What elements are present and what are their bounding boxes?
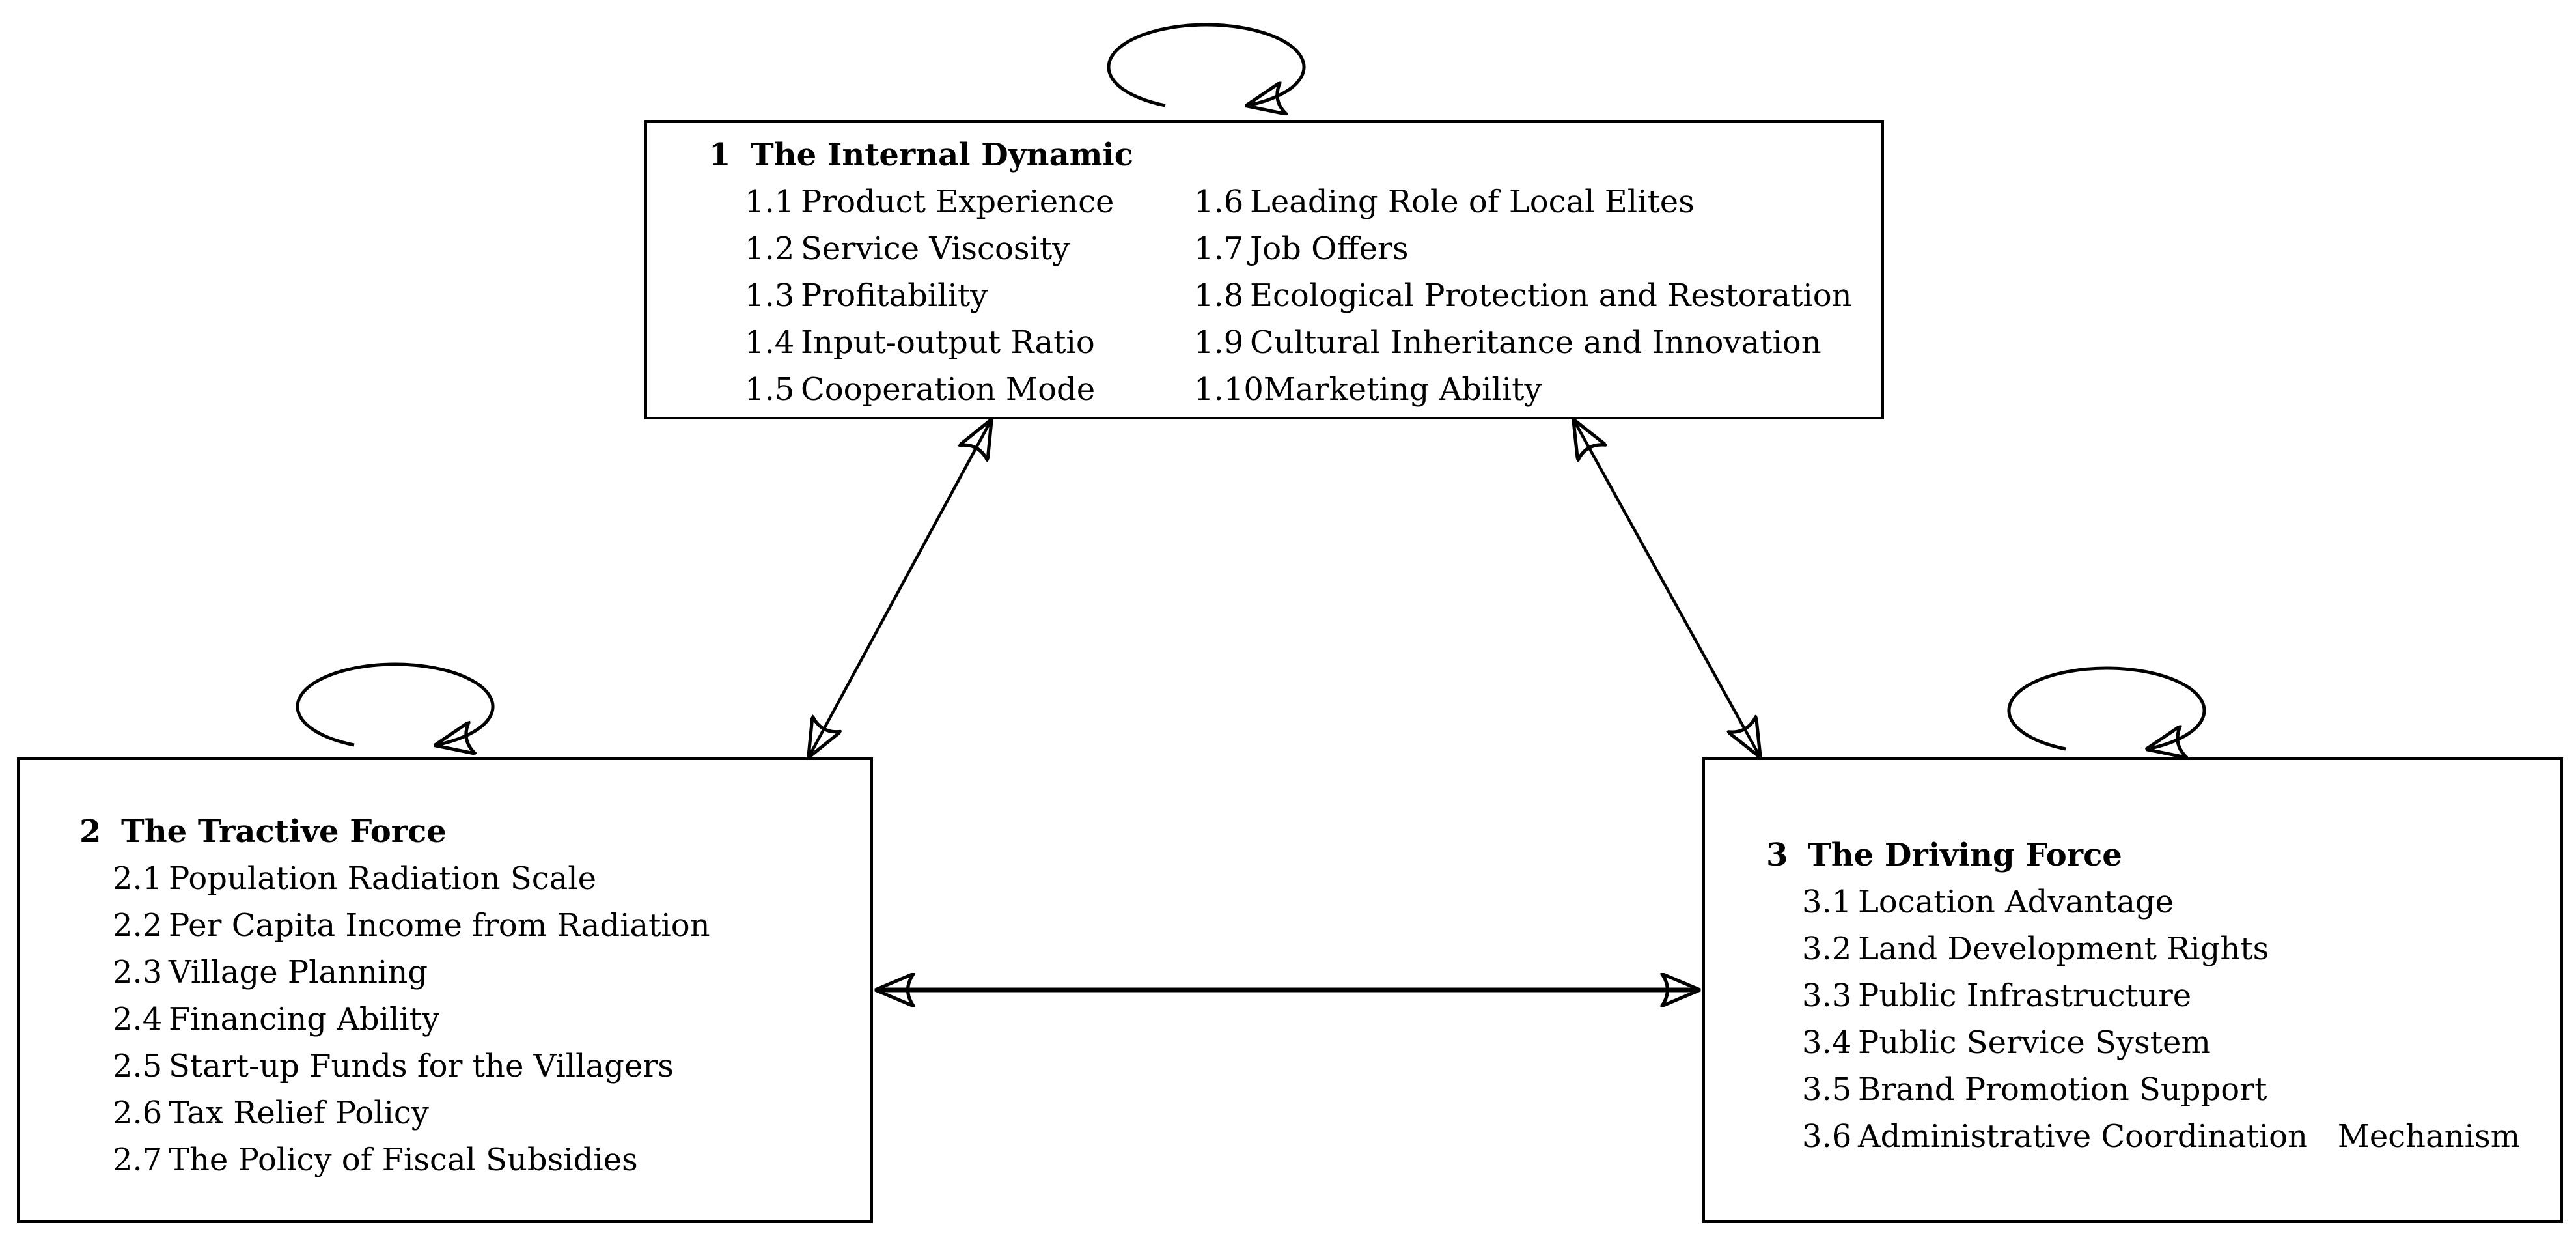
item-number: 1.6 [1194, 184, 1244, 220]
item-number: 3.1 [1802, 884, 1852, 920]
box-title: The Driving Force [1808, 837, 2122, 873]
item-number: 1.9 [1194, 324, 1244, 361]
item-label: Administrative Coordination Mechanism [1858, 1118, 2521, 1155]
item-number: 1.2 [745, 231, 795, 267]
item-label: Land Development Rights [1858, 931, 2269, 967]
self-loop-arrow-tractive-force [296, 662, 495, 745]
item-label: The Policy of Fiscal Subsidies [169, 1142, 638, 1178]
item-number: 3.6 [1802, 1118, 1852, 1155]
item-number: 1.1 [745, 184, 795, 220]
item-number: 1.8 [1194, 277, 1244, 314]
item-number: 1.10 [1194, 371, 1264, 408]
item-number: 3.2 [1802, 931, 1852, 967]
item-label: Brand Promotion Support [1858, 1071, 2267, 1108]
item-label: Public Service System [1858, 1024, 2211, 1061]
box-title-line: 1 The Internal Dynamic [709, 132, 1881, 178]
double-arrow-internal-tractive [809, 421, 991, 756]
box-title: The Internal Dynamic [751, 137, 1133, 173]
item-number: 1.3 [745, 277, 795, 314]
item-label: Cooperation Mode [801, 371, 1096, 408]
box-number: 3 [1766, 837, 1788, 873]
item-number: 3.3 [1802, 978, 1852, 1014]
box-title-line: 2 The Tractive Force [79, 808, 870, 855]
item-number: 2.1 [113, 860, 163, 897]
item-label: Financing Ability [169, 1001, 440, 1037]
item-number: 2.7 [113, 1142, 163, 1178]
item-label: Leading Role of Local Elites [1250, 184, 1695, 220]
item-number: 1.7 [1194, 231, 1244, 267]
item-label: Cultural Inheritance and Innovation [1250, 324, 1821, 361]
item-label: Ecological Protection and Restoration [1250, 277, 1852, 314]
item-label: Location Advantage [1858, 884, 2174, 920]
item-number: 2.4 [113, 1001, 163, 1037]
double-arrow-internal-driving [1574, 421, 1760, 756]
item-number: 2.3 [113, 954, 163, 991]
item-label: Public Infrastructure [1858, 978, 2192, 1014]
item-label: Input-output Ratio [801, 324, 1095, 361]
item-label: Population Radiation Scale [169, 860, 596, 897]
item-label: Profitability [801, 277, 988, 314]
item-label: Village Planning [169, 954, 428, 991]
box-title: The Tractive Force [121, 813, 447, 850]
box-title-line: 3 The Driving Force [1766, 832, 2560, 879]
item-number: 2.2 [113, 907, 163, 944]
item-label: Per Capita Income from Radiation [169, 907, 710, 944]
item-number: 2.5 [113, 1048, 163, 1084]
item-number: 3.4 [1802, 1024, 1852, 1061]
item-label: Job Offers [1250, 231, 1409, 267]
item-number: 1.4 [745, 324, 795, 361]
box-number: 2 [79, 813, 102, 850]
item-label: Product Experience [801, 184, 1115, 220]
item-label: Start-up Funds for the Villagers [169, 1048, 674, 1084]
item-number: 2.6 [113, 1095, 163, 1131]
item-number: 1.5 [745, 371, 795, 408]
box-number: 1 [709, 137, 731, 173]
item-label: Marketing Ability [1263, 371, 1542, 408]
item-label: Tax Relief Policy [169, 1095, 429, 1131]
self-loop-arrow-driving-force [2007, 666, 2206, 749]
item-number: 3.5 [1802, 1071, 1852, 1108]
item-label: Service Viscosity [801, 231, 1070, 267]
self-loop-arrow-internal-dynamic [1107, 23, 1306, 106]
